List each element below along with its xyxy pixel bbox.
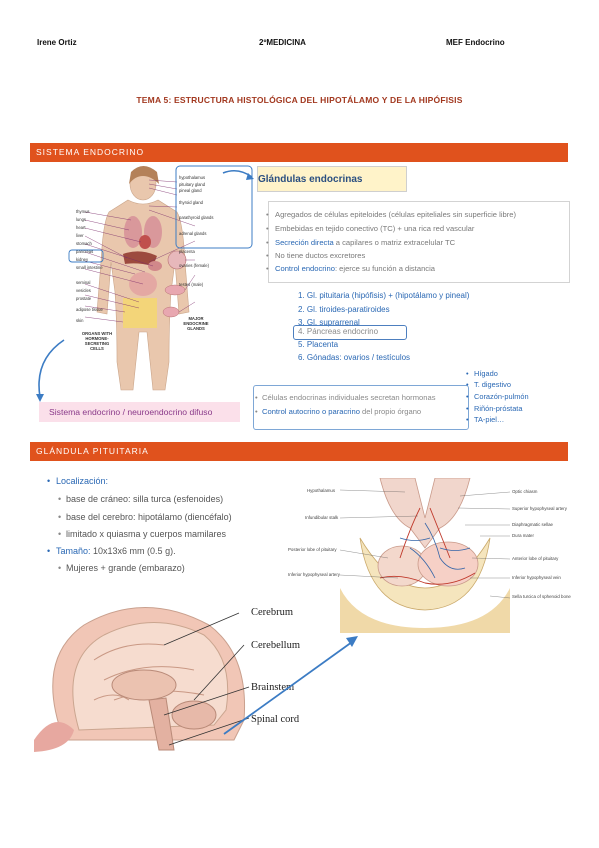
- tamano-line: Tamaño: 10x13x6 mm (0.5 g).: [47, 546, 176, 556]
- feature-item: No tiene ductos excretores: [266, 251, 365, 260]
- hypo-label: Sella turcica of sphenoid bone: [512, 594, 571, 599]
- hypo-label: Inferior hypophyseal vein: [512, 575, 561, 580]
- brain-label-cerebellum: Cerebellum: [251, 640, 300, 651]
- lung-left-shape: [124, 216, 142, 248]
- brain-label-spinal-cord: Spinal cord: [251, 714, 300, 725]
- major-glands-highlight: [175, 165, 253, 249]
- adipose-shape: [123, 298, 157, 328]
- glandulas-heading: Glándulas endocrinas: [258, 174, 363, 185]
- tamano-item: Mujeres + grande (embarazo): [58, 563, 185, 573]
- page-title: TEMA 5: ESTRUCTURA HISTOLÓGICA DEL HIPOT…: [136, 95, 463, 105]
- hypo-label: Inferior hypophyseal artery: [288, 572, 340, 577]
- feature-item: Secreción directa a capilares o matriz e…: [266, 238, 455, 247]
- stomach-shape: [148, 261, 162, 271]
- liver-shape: [123, 251, 157, 266]
- brainstem-shape: [148, 697, 175, 751]
- organ-item: Riñón-próstata: [466, 404, 523, 413]
- diffuse-system-label: Sistema endocrino / neuroendocrino difus…: [49, 407, 213, 417]
- brain-label-cerebrum: Cerebrum: [251, 607, 293, 618]
- localizacion-item: base de cráneo: silla turca (esfenoides): [58, 494, 223, 504]
- localizacion-label: Localización:: [47, 476, 108, 486]
- pituitary-arrow: [223, 636, 358, 735]
- hypo-label: Anterior lobe of pituitary: [512, 556, 559, 561]
- organ-item: T. digestivo: [466, 380, 511, 389]
- feature-item: Embebidas en tejido conectivo (TC) + una…: [266, 224, 474, 233]
- organ-item: Hígado: [466, 369, 498, 378]
- brain-label-brainstem: Brainstem: [251, 682, 295, 693]
- localizacion-item: limitado x quiasma y cuerpos mamilares: [58, 529, 226, 539]
- diffuse-system-box: [39, 402, 240, 422]
- hypo-label: Dura mater: [512, 533, 534, 538]
- organ-item: TA-piel…: [466, 415, 504, 424]
- cells-item: Células endocrinas individuales secretan…: [255, 393, 435, 402]
- header-author: Irene Ortiz: [37, 38, 77, 47]
- hypo-label: Superior hypophyseal artery: [512, 506, 567, 511]
- glandulas-heading-box: [257, 166, 407, 192]
- hypo-label: Optic chiasm: [512, 489, 538, 494]
- cells-item: Control autocrino o paracrino del propio…: [255, 407, 421, 416]
- organ-item: Corazón-pulmón: [466, 392, 529, 401]
- gland-item: 5. Placenta: [298, 340, 339, 349]
- section-bar-glandula-pituitaria: GLÁNDULA PITUITARIA: [30, 442, 568, 461]
- endocrine-body-figure: [68, 165, 253, 391]
- hypo-label: Hypothalamus: [307, 488, 336, 493]
- gland-item: 3. Gl. suprarrenal: [298, 318, 360, 327]
- hypo-label: Infundibular stalk: [305, 515, 339, 520]
- section-bar-sistema-endocrino: SISTEMA ENDOCRINO: [30, 143, 568, 162]
- hypo-label: Diaphragmatic sellae: [512, 522, 553, 527]
- localizacion-item: base del cerebro: hipotálamo (diencéfalo…: [58, 512, 232, 522]
- brain-sagittal-figure: [34, 607, 250, 752]
- section1-arrows: [36, 169, 254, 402]
- heart-shape: [139, 235, 151, 249]
- header-subject: MEF Endocrino: [446, 38, 505, 47]
- pancreas-highlight: [68, 249, 104, 263]
- gland-item: 6. Gónadas: ovarios / testículos: [298, 353, 411, 362]
- pancreas-box: [293, 325, 407, 340]
- gland-item: 4. Páncreas endocrino: [298, 327, 379, 336]
- figure-caption-left: ORGANS WITH HORMONE-SECRETING CELLS: [81, 331, 113, 351]
- gland-item: 1. Gl. pituitaria (hipófisis) + (hipotál…: [298, 291, 470, 300]
- figure-caption-right: MAJOR ENDOCRINE GLANDS: [183, 316, 209, 331]
- hypophysis-figure: [340, 478, 510, 633]
- gland-item: 2. Gl. tiroides-paratiroides: [298, 305, 390, 314]
- cerebellum-shape: [171, 700, 217, 730]
- hypo-label: Posterior lobe of pituitary: [288, 547, 337, 552]
- header-course: 2ºMEDICINA: [259, 38, 306, 47]
- feature-item: Agregados de células epiteloides (célula…: [266, 210, 516, 219]
- feature-item: Control endocrino: ejerce su función a d…: [266, 264, 435, 273]
